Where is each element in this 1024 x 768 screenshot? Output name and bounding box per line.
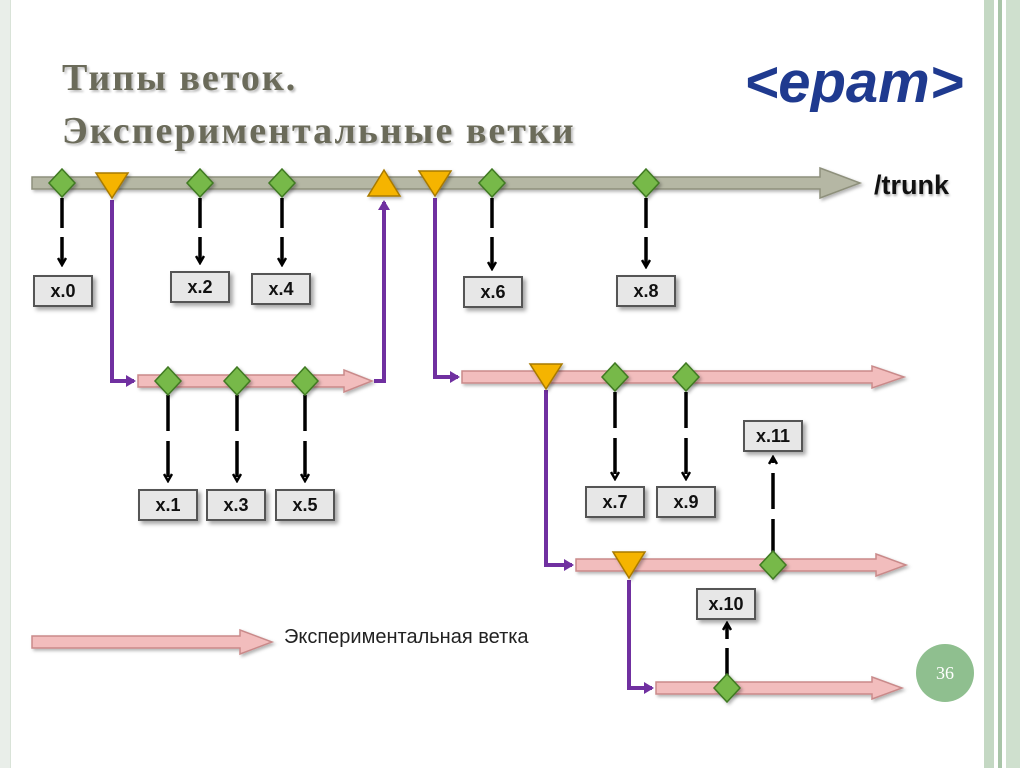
legend-branch-arrow — [31, 628, 275, 656]
green-diamond-icon — [671, 361, 701, 393]
green-diamond-icon — [290, 365, 320, 397]
revision-label-x11: x.11 — [743, 420, 803, 452]
slide-title-line-1: Типы веток. — [62, 57, 298, 99]
revision-label-x5: x.5 — [275, 489, 335, 521]
orange-triangle-down-icon — [417, 170, 453, 198]
orange-triangle-down-icon — [611, 551, 647, 580]
slide-title-line-2: Экспериментальные ветки — [62, 110, 576, 152]
orange-triangle-up-icon — [366, 168, 402, 197]
epam-logo: <epam> — [744, 52, 963, 112]
revision-label-x0: x.0 — [33, 275, 93, 307]
merge-connector-1 — [374, 200, 390, 383]
revision-label-x10: x.10 — [696, 588, 756, 620]
revision-label-x6: x.6 — [463, 276, 523, 308]
commit-diamonds — [47, 167, 788, 704]
left-frame-stripe — [0, 0, 11, 768]
green-diamond-icon — [47, 167, 77, 199]
page-number-badge: 36 — [916, 644, 974, 702]
revision-label-x4: x.4 — [251, 273, 311, 305]
right-frame-stripes — [980, 0, 1024, 768]
revision-label-x3: x.3 — [206, 489, 266, 521]
revision-label-x1: x.1 — [138, 489, 198, 521]
green-diamond-icon — [185, 167, 215, 199]
branch-connector-1 — [110, 200, 136, 387]
branch-connector-4 — [627, 580, 654, 694]
epam-logo-text: <epam> — [744, 52, 963, 112]
green-diamond-icon — [222, 365, 252, 397]
green-diamond-icon — [712, 672, 742, 704]
legend-label: Экспериментальная ветка — [284, 626, 529, 648]
orange-triangle-down-icon — [528, 363, 564, 391]
revision-label-x8: x.8 — [616, 275, 676, 307]
orange-triangle-down-icon — [94, 172, 130, 200]
revision-label-x9: x.9 — [656, 486, 716, 518]
branch-arrow-4 — [655, 675, 905, 701]
trunk-label: /trunk — [874, 170, 950, 200]
page-number: 36 — [936, 662, 954, 683]
slide-title: Типы веток. Экспериментальные ветки — [62, 52, 576, 158]
branch-connector-3 — [544, 390, 574, 571]
frame-stripe — [1006, 0, 1020, 768]
frame-stripe — [998, 0, 1002, 768]
green-diamond-icon — [758, 549, 788, 581]
frame-stripe — [984, 0, 994, 768]
revision-label-x2: x.2 — [170, 271, 230, 303]
green-diamond-icon — [631, 167, 661, 199]
green-diamond-icon — [267, 167, 297, 199]
branch-markers — [94, 168, 647, 580]
green-diamond-icon — [153, 365, 183, 397]
green-diamond-icon — [600, 361, 630, 393]
branch-connector-2 — [433, 198, 460, 383]
revision-label-x7: x.7 — [585, 486, 645, 518]
green-diamond-icon — [477, 167, 507, 199]
trunk-arrow — [31, 166, 863, 200]
